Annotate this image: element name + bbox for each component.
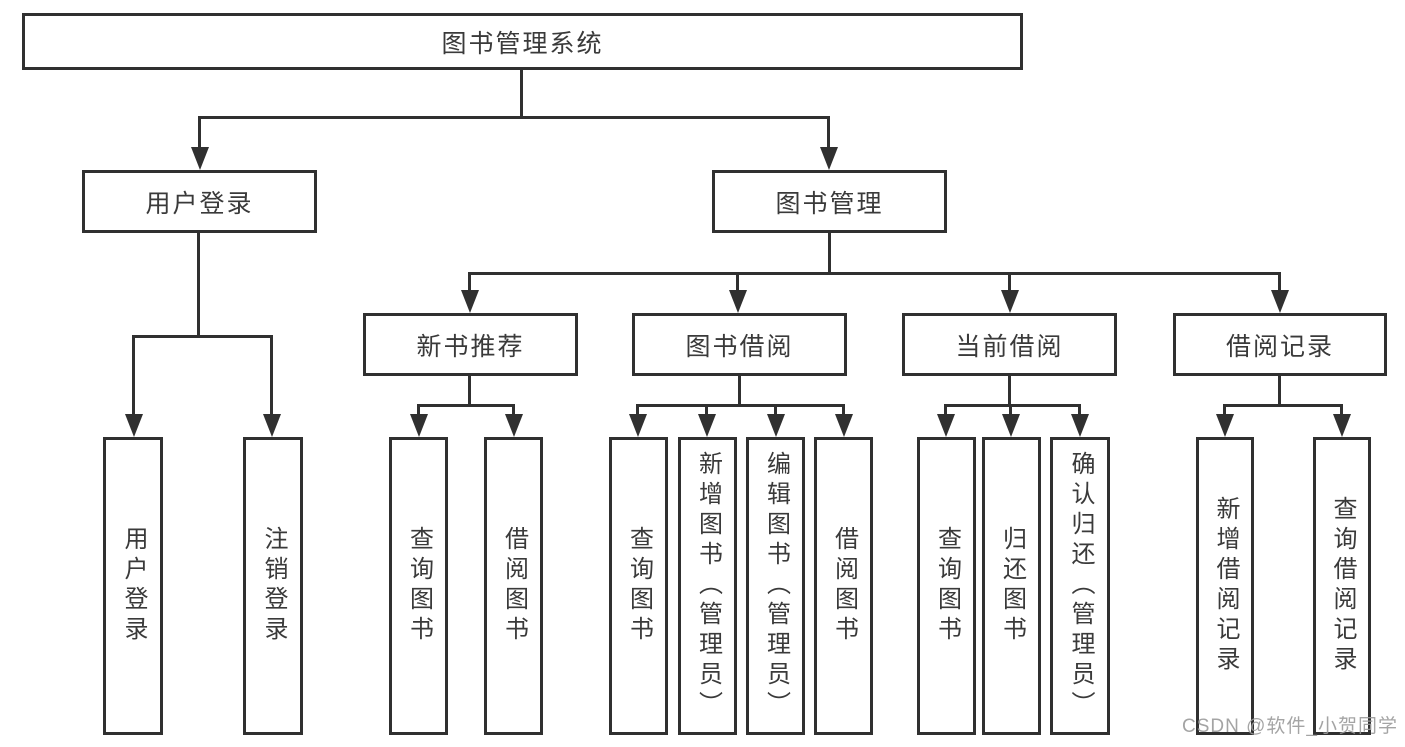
arrow-down-icon	[461, 272, 479, 313]
connector-line	[738, 375, 741, 406]
leaf-query-books-3: 查询图书	[917, 437, 976, 735]
arrow-down-icon	[1002, 404, 1020, 437]
leaf-edit-book-admin: 编辑图书（管理员）	[746, 437, 805, 735]
arrow-down-icon	[1001, 272, 1019, 313]
leaf-add-borrow-record: 新增借阅记录	[1196, 437, 1254, 735]
arrow-down-icon	[729, 272, 747, 313]
arrow-down-icon	[263, 335, 281, 437]
leaf-borrow-books: 借阅图书	[484, 437, 543, 735]
node-current-borrow: 当前借阅	[902, 313, 1117, 376]
node-new-book-recommend: 新书推荐	[363, 313, 578, 376]
leaf-confirm-return-admin: 确认归还（管理员）	[1050, 437, 1110, 735]
connector-line	[1278, 375, 1281, 406]
node-borrow-records: 借阅记录	[1173, 313, 1387, 376]
connector-line	[828, 233, 831, 274]
connector-line	[1224, 404, 1343, 407]
arrow-down-icon	[937, 404, 955, 437]
node-book-borrow: 图书借阅	[632, 313, 847, 376]
leaf-query-books: 查询图书	[389, 437, 448, 735]
arrow-down-icon	[410, 404, 428, 437]
connector-line	[945, 404, 1081, 407]
arrow-down-icon	[1271, 272, 1289, 313]
connector-line	[520, 70, 523, 117]
node-root: 图书管理系统	[22, 13, 1023, 70]
connector-line	[1008, 375, 1011, 406]
arrow-down-icon	[820, 116, 838, 170]
connector-line	[637, 404, 845, 407]
connector-line	[469, 272, 1281, 275]
leaf-user-login: 用户登录	[103, 437, 163, 735]
arrow-down-icon	[191, 116, 209, 170]
node-user-login: 用户登录	[82, 170, 317, 233]
leaf-query-borrow-record: 查询借阅记录	[1313, 437, 1371, 735]
arrow-down-icon	[1071, 404, 1089, 437]
leaf-add-book-admin: 新增图书（管理员）	[678, 437, 737, 735]
arrow-down-icon	[1333, 404, 1351, 437]
csdn-watermark: CSDN @软件_小贺同学	[1182, 716, 1398, 737]
arrow-down-icon	[767, 404, 785, 437]
connector-line	[198, 116, 830, 119]
leaf-logout: 注销登录	[243, 437, 303, 735]
connector-line	[468, 375, 471, 406]
arrow-down-icon	[629, 404, 647, 437]
arrow-down-icon	[505, 404, 523, 437]
node-book-management: 图书管理	[712, 170, 947, 233]
leaf-return-book: 归还图书	[982, 437, 1041, 735]
arrow-down-icon	[835, 404, 853, 437]
arrow-down-icon	[1216, 404, 1234, 437]
arrow-down-icon	[698, 404, 716, 437]
connector-line	[197, 233, 200, 337]
connector-line	[133, 335, 273, 338]
leaf-query-books-2: 查询图书	[609, 437, 668, 735]
arrow-down-icon	[125, 335, 143, 437]
connector-line	[418, 404, 515, 407]
leaf-borrow-books-2: 借阅图书	[814, 437, 873, 735]
